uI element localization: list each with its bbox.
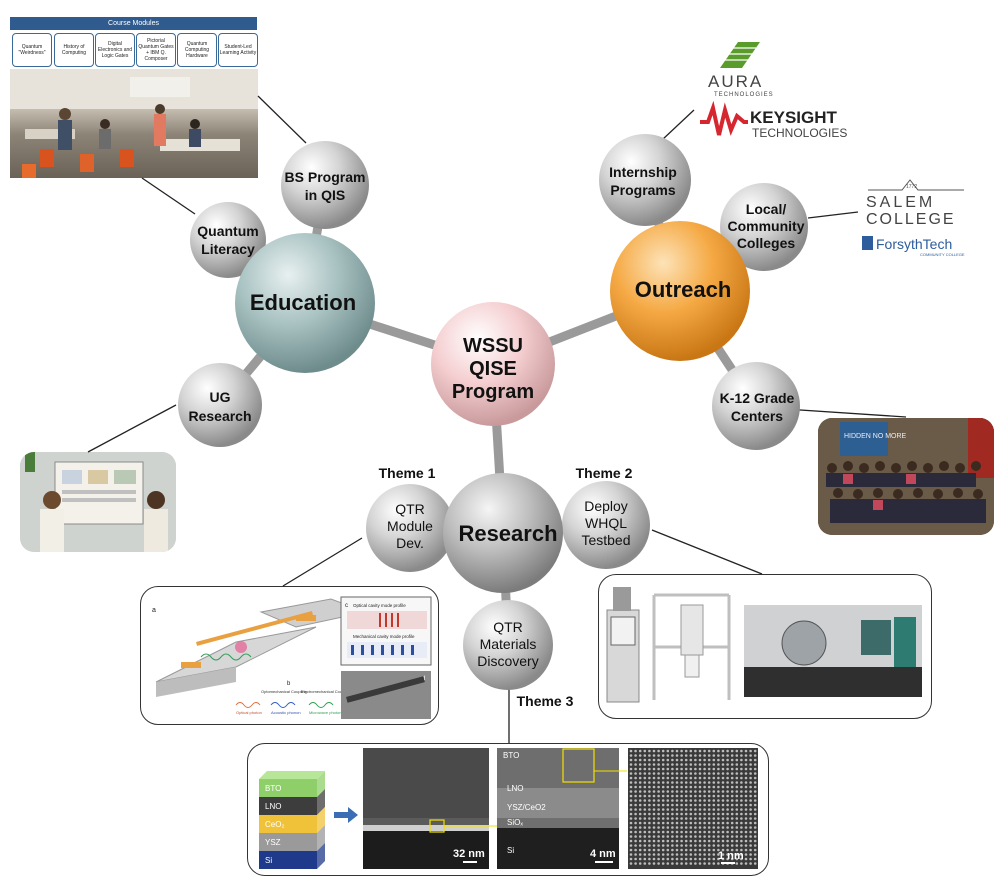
aura-logo-text: AURA: [708, 72, 763, 91]
theme3-label: Theme 3: [517, 693, 574, 709]
node-quantum-literacy: [190, 202, 266, 278]
optical-cavity-label: Optical cavity mode profile: [353, 603, 406, 608]
stack-layer-label: LNO: [265, 802, 281, 811]
course-module-item: Student-Led Learning Activity: [218, 33, 258, 67]
node-bs-program: [281, 141, 369, 229]
ug-research-poster-photo: [20, 452, 176, 552]
forsyth-logo-text: ForsythTech: [876, 236, 952, 252]
stack-layer: [259, 815, 317, 833]
layer-stack: BTO LNO CeO₂ YSZ Si: [259, 771, 325, 869]
tem-label-ysz: YSZ/CeO2: [507, 803, 546, 812]
tem-label-bto: BTO: [503, 751, 519, 760]
acoustic-phonon-label: Acoustic phonon: [271, 710, 301, 715]
partner-logos-top: AURA TECHNOLOGIES KEYSIGHT TECHNOLOGIES: [700, 42, 847, 140]
theme2-label: Theme 2: [576, 465, 633, 481]
course-module-item: History of Computing: [54, 33, 94, 67]
hub-center: [431, 302, 555, 426]
research-label: Research: [458, 521, 557, 546]
scale-1: 32 nm: [453, 848, 485, 860]
qtr-module-figure-panel: a c Optical cavity mode profile Mechanic…: [140, 586, 439, 725]
course-module-item: Quantum Computing Hardware: [177, 33, 217, 67]
course-module-item: Quantum "Weirdness": [12, 33, 52, 67]
em-coupling-label: Electromechanical Coupling: [301, 689, 351, 694]
outreach-label: Outreach: [635, 277, 732, 302]
stack-layer-label: Si: [265, 856, 272, 865]
node-qtr-module: [366, 484, 454, 572]
stack-layer-label: BTO: [265, 784, 281, 793]
microwave-photon-label: Microwave photon: [309, 710, 341, 715]
fig-label-c: c: [345, 603, 348, 609]
salem-year: 1772: [906, 184, 917, 190]
course-module-item: Digital Electronics and Logic Gates: [95, 33, 135, 67]
node-local-colleges: [720, 183, 808, 271]
scale-3: 1 nm: [718, 850, 744, 862]
whql-testbed-equipment-panel: [598, 574, 932, 719]
fig-label-a: a: [152, 607, 156, 614]
opt-coupling-label: Optomechanical Coupling: [261, 689, 307, 694]
stack-layer-label: CeO₂: [265, 820, 285, 829]
node-internship: [599, 134, 691, 226]
scale-2: 4 nm: [590, 848, 616, 860]
hub-education: [235, 233, 375, 373]
node-whql: [562, 481, 650, 569]
course-modules-title: Course Modules: [10, 17, 257, 30]
stack-layer: [259, 833, 317, 851]
node-ug-research: [178, 363, 262, 447]
theme1-label: Theme 1: [379, 465, 436, 481]
stack-layer: [259, 779, 317, 797]
stack-layer: [259, 797, 317, 815]
partner-logos-right: 1772 SALEM COLLEGE ForsythTech COMMUNITY…: [862, 179, 965, 257]
forsyth-shield-icon: [862, 236, 873, 250]
keysight-logo-text: KEYSIGHT: [750, 108, 838, 127]
stack-layer: [259, 851, 317, 869]
tem-label-si: Si: [507, 846, 514, 855]
optical-photon-label: Optical photon: [236, 710, 262, 715]
salem-line2: COLLEGE: [866, 211, 956, 228]
aura-logo-sub: TECHNOLOGIES: [714, 92, 774, 98]
education-label: Education: [250, 290, 356, 315]
tem-label-lno: LNO: [507, 784, 523, 793]
hub-outreach: [610, 221, 750, 361]
classroom-photo: [10, 69, 258, 178]
poster-text: HIDDEN NO MORE: [844, 433, 907, 440]
fig-label-b: b: [287, 681, 291, 687]
salem-line1: SALEM: [866, 194, 935, 211]
hub-research: [443, 473, 563, 593]
course-module-item: Pictorial Quantum Gates + IBM Q. Compose…: [136, 33, 176, 67]
arrow-icon: [334, 807, 358, 823]
materials-figures: BTO LNO CeO₂ YSZ Si 32 nm BTO LNO YSZ/CeO2 S…: [259, 748, 758, 869]
mech-cavity-label: Mechanical cavity mode profile: [353, 634, 415, 639]
tem-label-siox: SiOₓ: [507, 818, 523, 827]
keysight-wave-icon: [700, 100, 748, 136]
keysight-logo-sub: TECHNOLOGIES: [752, 126, 847, 140]
stack-layer-label: YSZ: [265, 838, 281, 847]
k12-group-photo: HIDDEN NO MORE: [818, 418, 994, 535]
forsyth-logo-sub: COMMUNITY COLLEGE: [920, 252, 965, 257]
node-materials: [463, 600, 553, 690]
node-k12: [712, 362, 800, 450]
